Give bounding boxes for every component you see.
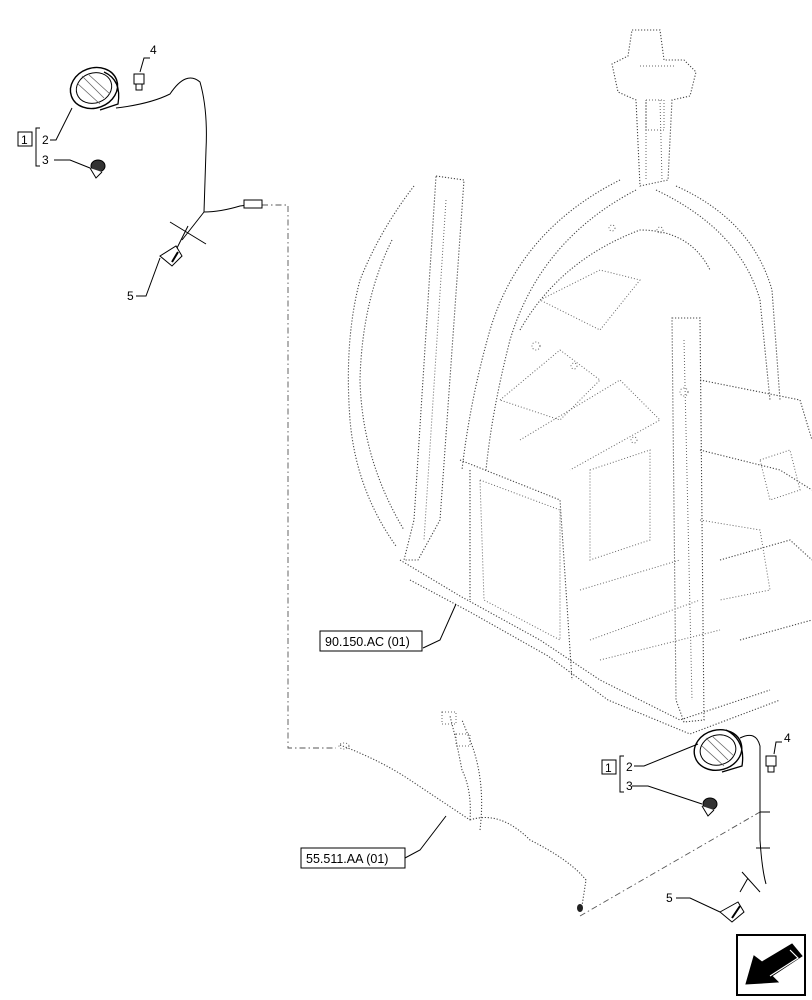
callout-top-left: 1 2 3 4 5 bbox=[17, 43, 157, 303]
clip-top-left bbox=[136, 245, 183, 297]
svg-text:5: 5 bbox=[666, 891, 673, 905]
svg-text:4: 4 bbox=[784, 731, 791, 745]
svg-text:2: 2 bbox=[626, 760, 633, 774]
clip-bottom-right bbox=[676, 897, 745, 923]
connection-line bbox=[579, 811, 761, 917]
bulb-top-left bbox=[54, 159, 106, 179]
svg-text:1: 1 bbox=[605, 761, 612, 775]
connection-line bbox=[262, 204, 336, 749]
wiring-harness bbox=[338, 711, 587, 912]
callout-bottom-right: 1 2 3 4 5 bbox=[601, 731, 791, 905]
cab-frame-drawing bbox=[347, 29, 812, 735]
screw-top-left bbox=[133, 57, 150, 91]
bulb-bottom-right bbox=[632, 785, 718, 817]
reference-cab-frame[interactable]: 90.150.AC (01) bbox=[319, 630, 423, 652]
svg-text:90.150.AC (01): 90.150.AC (01) bbox=[325, 635, 410, 649]
svg-text:3: 3 bbox=[42, 153, 49, 167]
svg-text:4: 4 bbox=[150, 43, 157, 57]
svg-text:55.511.AA (01): 55.511.AA (01) bbox=[306, 852, 388, 866]
work-lamp-bottom-right bbox=[693, 729, 770, 893]
screw-bottom-right bbox=[765, 741, 782, 773]
work-lamp-top-left bbox=[69, 66, 263, 251]
svg-text:5: 5 bbox=[127, 289, 134, 303]
svg-text:2: 2 bbox=[42, 133, 49, 147]
nav-arrow-icon[interactable] bbox=[736, 934, 806, 996]
svg-text:1: 1 bbox=[21, 133, 28, 147]
svg-text:3: 3 bbox=[626, 779, 633, 793]
reference-harness[interactable]: 55.511.AA (01) bbox=[300, 847, 406, 869]
